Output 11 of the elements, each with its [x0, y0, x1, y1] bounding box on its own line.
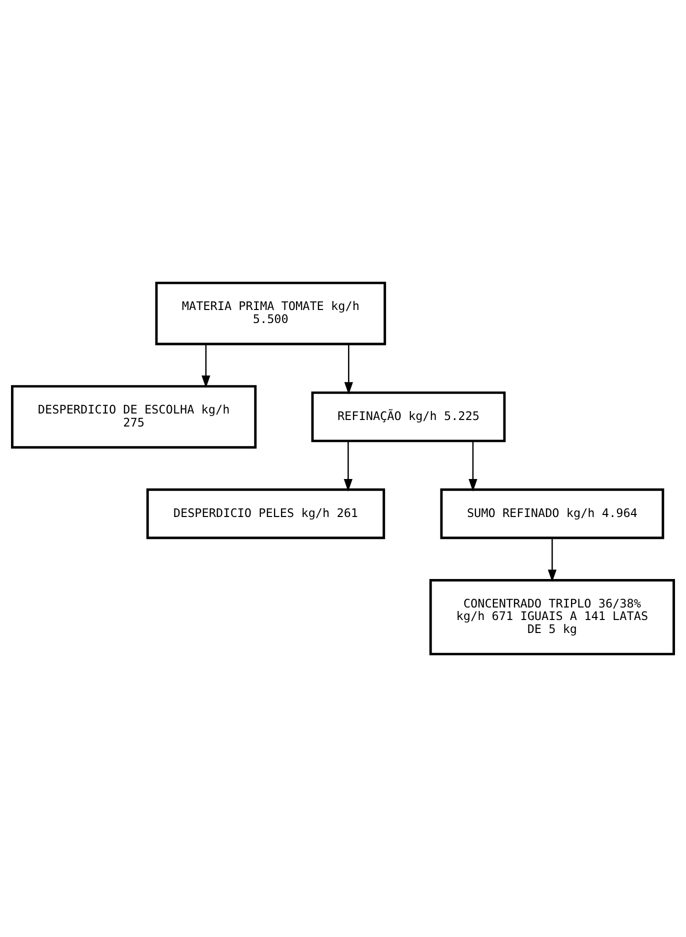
node-box: REFINAÇÃO kg/h 5.225	[311, 391, 506, 442]
node-box: DESPERDICIO PELES kg/h 261	[146, 488, 386, 540]
node-box: MATERIA PRIMA TOMATE kg/h 5.500	[155, 282, 386, 346]
arrow	[202, 344, 210, 388]
arrow	[344, 344, 353, 395]
arrow	[344, 441, 353, 492]
node-box: DESPERDICIO DE ESCOLHA kg/h 275	[11, 385, 257, 449]
node-box: CONCENTRADO TRIPLO 36/38% kg/h 671 IGUAIS A 141 LATAS DE 5 kg	[429, 579, 675, 656]
arrow	[548, 538, 557, 582]
arrow	[468, 441, 478, 492]
node-box: SUMO REFINADO kg/h 4.964	[440, 488, 664, 540]
